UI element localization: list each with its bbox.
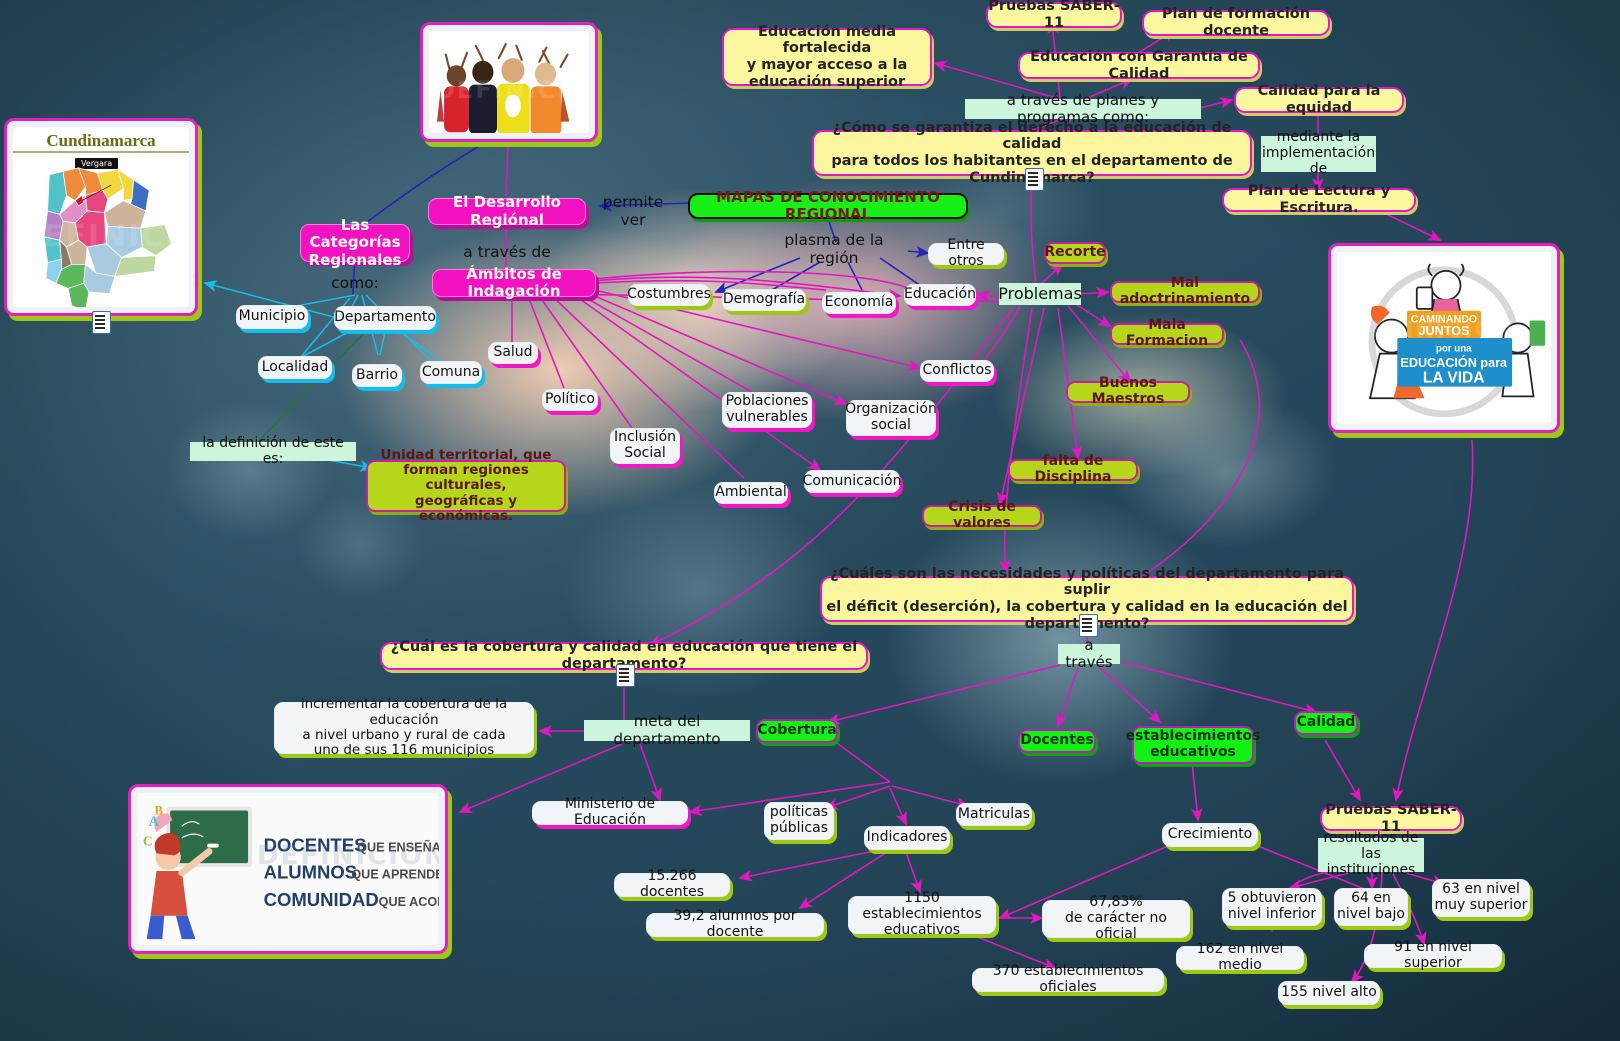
node-matriculas[interactable]: Matriculas	[956, 803, 1032, 826]
link-a-traves-de: a través de	[463, 243, 551, 262]
node-recorte[interactable]: Recorte	[1044, 242, 1106, 264]
node-ministerio-educacion[interactable]: Ministerio de Educación	[532, 796, 688, 828]
cundinamarca-map-image[interactable]: Cundinamarca Vergara	[4, 118, 198, 316]
node-crecimiento[interactable]: Crecimiento	[1162, 823, 1258, 847]
node-plan-formacion-docente[interactable]: Plan de formación docente	[1142, 6, 1330, 39]
link-plasma-region: plasma de la región	[784, 231, 884, 267]
node-indicadores[interactable]: Indicadores	[864, 826, 950, 850]
node-politico[interactable]: Político	[542, 389, 598, 411]
svg-text:A: A	[149, 814, 160, 830]
node-barrio[interactable]: Barrio	[352, 364, 402, 387]
svg-text:B: B	[155, 803, 164, 817]
node-calidad-equidad[interactable]: Calidad para la equidad	[1234, 83, 1404, 116]
node-educacion-media-fortalecida[interactable]: Educación media fortalecida y mayor acce…	[722, 24, 932, 90]
node-buenos-maestros[interactable]: Buenos Maestros	[1066, 375, 1190, 407]
node-educacion[interactable]: Educación	[904, 284, 976, 306]
node-conflictos[interactable]: Conflictos	[920, 360, 994, 382]
link-mediante-implementacion: mediante la implementación de	[1261, 129, 1376, 177]
node-1150-establecimientos[interactable]: 1150 establecimientos educativos	[848, 890, 996, 938]
node-nivel-inferior[interactable]: 5 obtuvieron nivel inferior	[1222, 888, 1322, 926]
students-photo-image[interactable]: DEFINICION	[420, 22, 598, 142]
map-title: Cundinamarca	[46, 131, 156, 150]
map-pin-label: Vergara	[75, 158, 119, 169]
node-poblaciones-vulnerables[interactable]: Poblaciones vulnerables	[722, 392, 812, 428]
node-alumnos-por-docente[interactable]: 39,2 alumnos por docente	[646, 908, 824, 940]
node-falta-disciplina[interactable]: falta de Disciplina	[1008, 453, 1138, 485]
node-comunicacion[interactable]: Comunicación	[803, 470, 901, 493]
node-organizacion-social[interactable]: Organización social	[845, 400, 937, 436]
svg-text:C: C	[143, 834, 153, 849]
node-comuna[interactable]: Comuna	[420, 361, 482, 384]
svg-text:QUE APRENDEN,: QUE APRENDEN,	[351, 868, 439, 882]
node-calidad[interactable]: Calidad	[1294, 711, 1358, 735]
node-ambiental[interactable]: Ambiental	[714, 482, 788, 504]
node-porcentaje-no-oficial[interactable]: 67,83% de carácter no oficial	[1042, 894, 1190, 942]
node-establecimientos-educativos[interactable]: establecimientos educativos	[1126, 726, 1260, 764]
node-15266-docentes[interactable]: 15.266 docentes	[614, 868, 730, 900]
node-nivel-alto[interactable]: 155 nivel alto	[1278, 981, 1380, 1005]
node-docentes[interactable]: Docentes	[1018, 729, 1096, 753]
node-nivel-superior[interactable]: 91 en nivel superior	[1364, 939, 1502, 971]
svg-text:COMUNIDAD: COMUNIDAD	[264, 889, 379, 910]
node-salud[interactable]: Salud	[488, 342, 538, 364]
node-demografia[interactable]: Demografía	[722, 289, 806, 311]
node-mal-adoctrinamiento[interactable]: Mal adoctrinamiento	[1110, 275, 1260, 307]
node-entre-otros[interactable]: Entre otros	[928, 237, 1004, 269]
svg-text:QUE ACOMPAÑA: QUE ACOMPAÑA	[379, 894, 439, 909]
node-plan-lectura-escritura[interactable]: Plan de Lectura y Escritura.	[1222, 183, 1416, 216]
svg-text:por una: por una	[1436, 344, 1472, 355]
link-meta-departamento: meta del departamento	[584, 713, 750, 747]
link-resultados-instituciones: resultados de las instituciones	[1318, 830, 1424, 878]
svg-text:ALUMNOS: ALUMNOS	[264, 862, 358, 883]
node-educacion-garantia-calidad[interactable]: Educación con Garantía de Calidad	[1018, 49, 1260, 82]
docentes-banner-image[interactable]: A B C DOCENTES QUE ENSEÑAN, ALUMNOS QUE …	[128, 784, 448, 954]
node-desarrollo-regional[interactable]: El Desarrollo Regiónal	[428, 194, 586, 228]
link-a-traves: a través	[1058, 636, 1120, 671]
svg-text:CAMINANDO: CAMINANDO	[1411, 313, 1478, 325]
link-como: como:	[331, 274, 379, 293]
node-mapas-conocimiento-regional[interactable]: MAPAS DE CONOCIMIENTO REGIONAL	[688, 188, 968, 223]
node-nivel-medio[interactable]: 162 en nivel medio	[1176, 941, 1304, 973]
node-costumbres[interactable]: Costumbres	[627, 284, 711, 306]
node-mala-formacion[interactable]: Mala Formacion	[1110, 317, 1224, 349]
node-inclusion-social[interactable]: Inclusión Social	[610, 428, 680, 464]
node-pruebas-saber-bottom[interactable]: Pruebas SABER-11	[1320, 802, 1462, 835]
annotation-icon[interactable]	[1025, 168, 1044, 191]
annotation-icon[interactable]	[616, 664, 635, 687]
annotation-icon[interactable]	[1079, 614, 1098, 637]
node-crisis-valores[interactable]: Crisis de valores	[922, 499, 1042, 531]
svg-text:JUNTOS: JUNTOS	[1419, 324, 1470, 338]
svg-text:QUE ENSEÑAN,: QUE ENSEÑAN,	[357, 839, 439, 854]
svg-text:LA VIDA: LA VIDA	[1423, 370, 1485, 387]
node-nivel-bajo[interactable]: 64 en nivel bajo	[1334, 888, 1408, 926]
node-politicas-publicas[interactable]: políticas públicas	[764, 802, 834, 840]
svg-text:EDUCACIÓN para: EDUCACIÓN para	[1400, 355, 1508, 370]
node-370-establecimientos-oficiales[interactable]: 370 establecimientos oficiales	[972, 963, 1164, 995]
node-pregunta-cobertura[interactable]: ¿Cuál es la cobertura y calidad en educa…	[380, 639, 868, 672]
node-nivel-muy-superior[interactable]: 63 en nivel muy superior	[1432, 879, 1530, 917]
node-departamento[interactable]: Departamento	[334, 306, 436, 330]
link-definicion-de-este: la definición de este es:	[190, 435, 356, 466]
node-ambitos-indagacion[interactable]: Ámbitos de Indagación	[432, 265, 596, 300]
annotation-icon[interactable]	[92, 311, 111, 334]
node-problemas[interactable]: Problemas	[998, 283, 1082, 305]
node-cobertura[interactable]: Cobertura	[756, 719, 838, 743]
node-unidad-territorial[interactable]: Unidad territorial, que forman regiones …	[366, 447, 566, 524]
caminando-juntos-image[interactable]: CAMINANDO JUNTOS por una EDUCACIÓN para …	[1328, 243, 1560, 433]
link-permite-ver: permite ver	[602, 193, 664, 229]
node-localidad[interactable]: Localidad	[258, 356, 332, 379]
node-economia[interactable]: Economía	[822, 292, 896, 314]
link-a-traves-planes: a través de planes y programas como:	[965, 91, 1201, 126]
svg-text:DOCENTES: DOCENTES	[264, 834, 367, 855]
node-municipio[interactable]: Municipio	[236, 305, 308, 329]
node-incrementar-cobertura[interactable]: incrementar la cobertura de la educación…	[274, 697, 534, 758]
node-pruebas-saber-top[interactable]: Pruebas SABER-11	[986, 0, 1122, 31]
node-categorias-regionales[interactable]: Las Categorías Regionales	[300, 217, 410, 268]
